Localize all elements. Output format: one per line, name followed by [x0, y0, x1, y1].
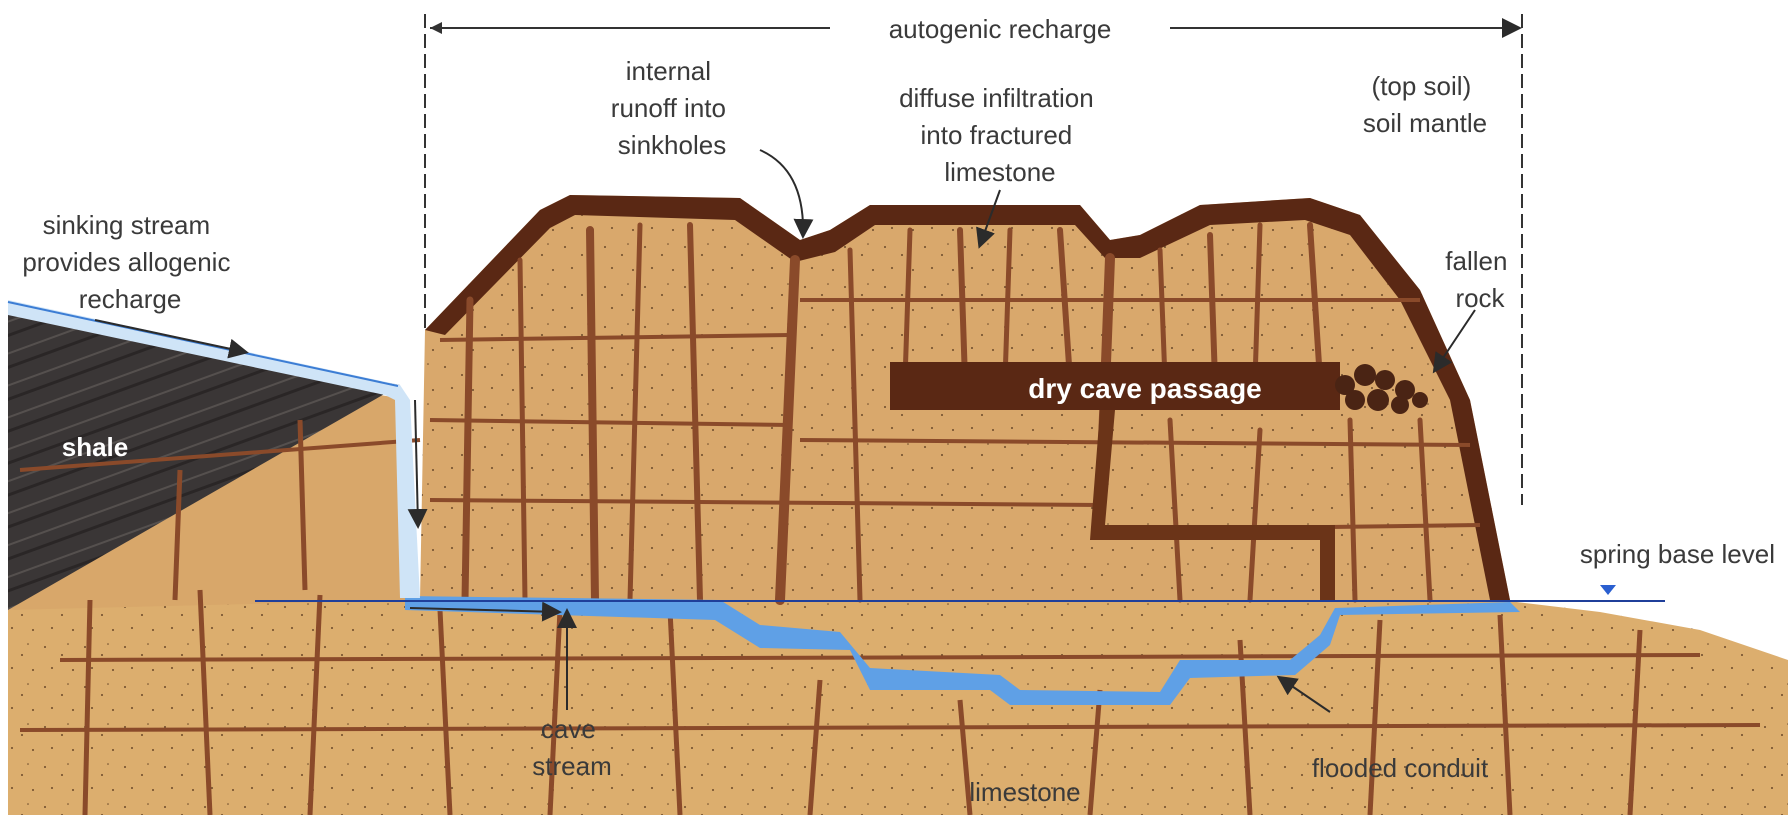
shale-label: shale	[62, 432, 129, 462]
lower-limestone-speckle	[8, 590, 1788, 815]
limestone-label: limestone	[969, 777, 1080, 807]
soil-mantle-label: (top soil) soil mantle	[1363, 71, 1487, 138]
sinking-stream-label: sinking stream provides allogenic rechar…	[22, 210, 237, 314]
internal-runoff-label: internal runoff into sinkholes	[611, 56, 733, 160]
dry-cave-passage-label: dry cave passage	[1028, 373, 1262, 404]
flooded-conduit-label: flooded conduit	[1312, 753, 1489, 783]
autogenic-recharge-label: autogenic recharge	[889, 14, 1112, 44]
spring-base-level-label: spring base level	[1580, 539, 1775, 569]
base-level-marker-icon	[1600, 585, 1616, 595]
fallen-rock-label: fallen rock	[1445, 246, 1514, 313]
conduit-flow-arrow	[415, 400, 418, 525]
diffuse-infiltration-label: diffuse infiltration into fractured lime…	[899, 83, 1101, 187]
